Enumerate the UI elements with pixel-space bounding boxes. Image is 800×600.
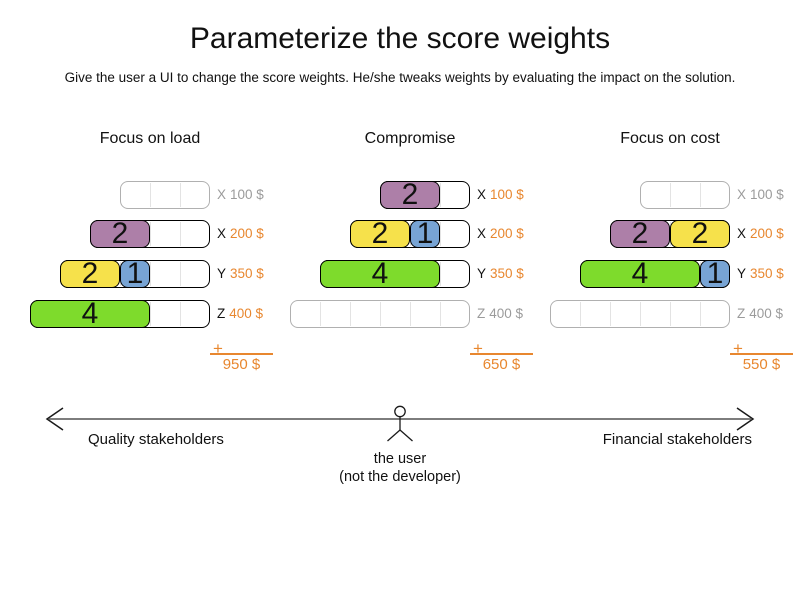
row-divider	[610, 302, 611, 326]
row-divider	[180, 262, 181, 286]
sum-total: 950 $	[222, 356, 261, 373]
quality-stakeholders-label: Quality stakeholders	[88, 431, 224, 448]
user-sublabel: (not the developer)	[339, 469, 461, 485]
weight-block: 1	[700, 259, 730, 289]
row-label-cost: 200 $	[230, 226, 264, 241]
row-label-letter: Z	[737, 306, 746, 321]
row-label-cost: 350 $	[750, 266, 784, 281]
sum-line	[210, 353, 273, 355]
stick-figure-icon	[387, 405, 413, 442]
sum-plus: +	[213, 339, 223, 358]
row-divider	[700, 302, 701, 326]
row-label-cost: 350 $	[490, 266, 524, 281]
row-label-letter: X	[477, 226, 487, 241]
row-divider	[150, 302, 151, 326]
weight-block: 2	[60, 259, 120, 289]
row-divider	[440, 183, 441, 207]
row-label-letter: Y	[477, 266, 487, 281]
weight-block: 4	[580, 259, 700, 289]
weight-block: 4	[320, 259, 440, 289]
row-divider	[150, 222, 151, 246]
row-label-cost: 100 $	[750, 187, 784, 202]
row-label-cost: 400 $	[229, 306, 264, 321]
weight-block: 2	[350, 219, 410, 249]
weight-block: 1	[410, 219, 440, 249]
row-divider	[180, 183, 181, 207]
weight-block: 2	[90, 219, 150, 249]
financial-stakeholders-label: Financial stakeholders	[602, 431, 752, 448]
right-arrowhead-icon	[736, 407, 755, 431]
row-label-letter: Z	[217, 306, 226, 321]
row-label-letter: Z	[477, 306, 486, 321]
row-label-letter: Y	[217, 266, 227, 281]
row-divider	[670, 302, 671, 326]
weight-block: 4	[30, 299, 150, 329]
weight-row-box	[120, 181, 210, 209]
row-label-letter: X	[737, 187, 747, 202]
row-divider	[700, 183, 701, 207]
sum-plus: +	[733, 339, 743, 358]
page-subtitle: Give the user a UI to change the score w…	[64, 70, 736, 85]
sum-total: 650 $	[482, 356, 521, 373]
row-divider	[670, 183, 671, 207]
row-divider	[380, 302, 381, 326]
row-label-cost: 100 $	[230, 187, 264, 202]
row-label-letter: X	[217, 187, 227, 202]
row-divider	[440, 222, 441, 246]
row-label-cost: 100 $	[490, 187, 524, 202]
sum-line	[730, 353, 793, 355]
row-label-cost: 200 $	[750, 226, 784, 241]
weight-block: 2	[670, 219, 730, 249]
row-divider	[350, 302, 351, 326]
left-arrowhead-icon	[45, 407, 64, 431]
page-title: Parameterize the score weights	[189, 22, 611, 55]
row-label-letter: X	[737, 226, 747, 241]
row-divider	[440, 302, 441, 326]
row-label-cost: 350 $	[230, 266, 264, 281]
row-label-letter: X	[477, 187, 487, 202]
row-label-cost: 200 $	[490, 226, 524, 241]
weight-block: 2	[380, 180, 440, 210]
row-label-cost: 400 $	[489, 306, 524, 321]
row-divider	[150, 183, 151, 207]
row-divider	[640, 302, 641, 326]
column-title: Compromise	[364, 130, 456, 147]
row-label-letter: Y	[737, 266, 747, 281]
stakeholder-axis	[45, 405, 755, 442]
weight-block: 2	[610, 219, 670, 249]
column-title: Focus on cost	[620, 130, 720, 147]
sum-line	[470, 353, 533, 355]
row-divider	[180, 302, 181, 326]
sum-plus: +	[473, 339, 483, 358]
column-title: Focus on load	[99, 130, 201, 147]
sum-total: 550 $	[742, 356, 781, 373]
user-label: the user	[373, 451, 427, 467]
row-label-letter: X	[217, 226, 227, 241]
row-divider	[440, 262, 441, 286]
row-divider	[180, 222, 181, 246]
row-divider	[410, 302, 411, 326]
row-divider	[150, 262, 151, 286]
weight-block: 1	[120, 259, 150, 289]
row-divider	[580, 302, 581, 326]
row-divider	[320, 302, 321, 326]
row-label-cost: 400 $	[749, 306, 784, 321]
weight-row-box	[640, 181, 730, 209]
